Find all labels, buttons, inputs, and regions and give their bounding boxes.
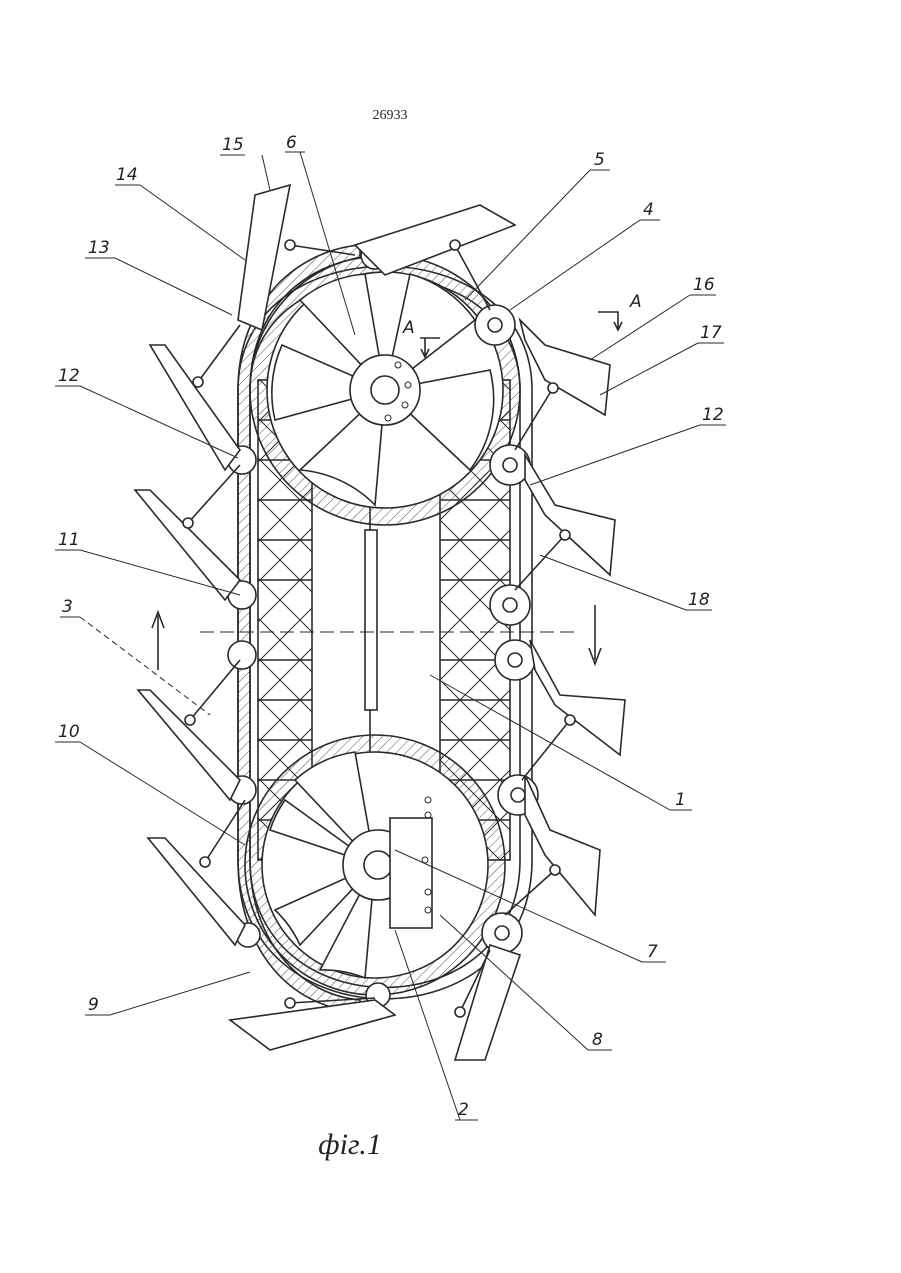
callout-18: 18 [688, 590, 710, 610]
callout-10: 10 [58, 722, 80, 742]
callout-4: 4 [643, 200, 654, 220]
callout-7: 7 [647, 942, 658, 962]
callout-15: 15 [222, 135, 244, 155]
callout-12-right: 12 [702, 405, 724, 425]
callout-12-left: 12 [58, 366, 80, 386]
callout-17: 17 [700, 323, 722, 343]
callout-14: 14 [116, 165, 138, 185]
callout-11: 11 [58, 530, 80, 550]
upper-sprocket-wheel [250, 255, 520, 525]
callout-5: 5 [594, 150, 605, 170]
section-mark-right: A [598, 292, 642, 330]
callout-1: 1 [675, 790, 686, 810]
callout-2: 2 [458, 1100, 469, 1120]
callout-16: 16 [693, 275, 715, 295]
callout-3: 3 [62, 597, 73, 617]
figure-caption: фіг.1 [300, 1128, 400, 1162]
lower-sprocket-wheel [245, 735, 505, 995]
callout-8: 8 [592, 1030, 603, 1050]
callout-6: 6 [286, 133, 297, 153]
section-mark-left-label: A [402, 318, 415, 338]
section-mark-right-label: A [629, 292, 642, 312]
callout-13: 13 [88, 238, 110, 258]
callout-9: 9 [88, 995, 99, 1015]
